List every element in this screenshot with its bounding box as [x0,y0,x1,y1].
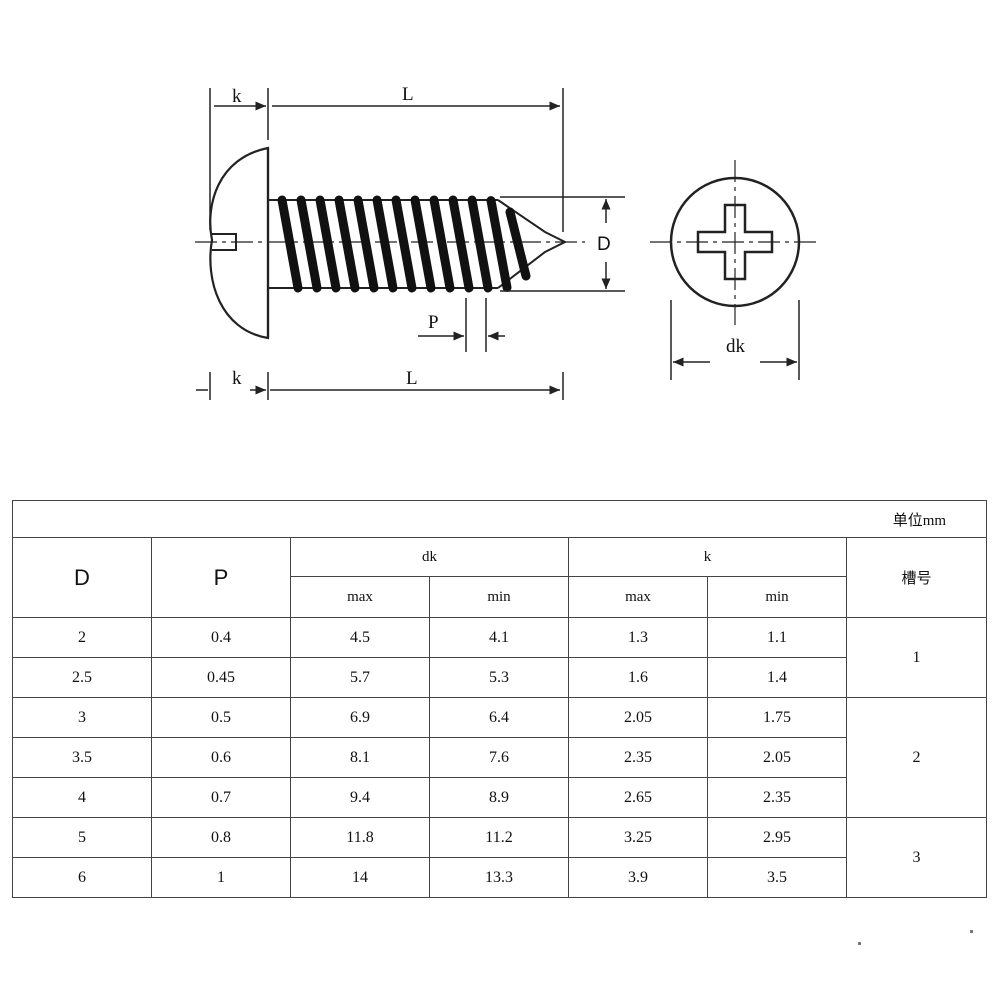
thread-stroke [448,195,474,293]
cell-k-min: 2.35 [707,777,847,818]
cell-k-min: 3.5 [707,857,847,898]
k-top-label: k [232,86,242,107]
cell-slot: 2 [845,697,988,818]
cell-P: 0.45 [151,657,291,698]
thread-stroke [467,195,493,293]
screw-spec-table: 单位mm D P dk k 槽号 max min max min 2 0.4 4… [11,500,988,898]
cell-dk-max: 8.1 [290,737,430,778]
thread-stroke [391,195,417,293]
cell-k-max: 2.65 [568,777,708,818]
side-view-dimensions [196,88,625,400]
cell-dk-max: 5.7 [290,657,430,698]
cell-dk-min: 4.1 [429,617,569,658]
cell-P: 0.8 [151,817,291,858]
screw-head-circle [669,176,801,308]
header-k: k [568,537,847,577]
thread-stroke [296,195,322,293]
table-row: 2 0.4 4.5 4.1 1.3 1.1 1 [12,617,988,698]
header-dk: dk [290,537,569,577]
cell-k-max: 1.6 [568,657,708,698]
cell-D: 6 [12,857,152,898]
cell-P: 1 [151,857,291,898]
cell-dk-max: 9.4 [290,777,430,818]
cell-D: 5 [12,817,152,858]
table-row: 2.5 0.45 5.7 5.3 1.6 1.4 [12,657,987,698]
phillips-cross-recess [696,203,774,281]
header-P: P [151,537,291,618]
header-slot: 槽号 [845,537,988,618]
cell-P: 0.4 [151,617,291,658]
screw-side-view [195,146,585,340]
cell-dk-max: 4.5 [290,617,430,658]
cell-k-min: 1.1 [707,617,847,658]
scan-speck [970,930,973,933]
header-dk-min: min [429,576,569,618]
cell-dk-min: 8.9 [429,777,569,818]
cell-k-max: 3.25 [568,817,708,858]
cell-P: 0.5 [151,697,291,738]
cell-k-max: 1.3 [568,617,708,658]
table-row: 4 0.7 9.4 8.9 2.65 2.35 [12,777,987,818]
unit-label: 单位mm [11,500,988,538]
cell-k-min: 2.05 [707,737,847,778]
cell-k-min: 2.95 [707,817,847,858]
cell-dk-min: 7.6 [429,737,569,778]
thread-stroke [429,195,455,293]
screw-technical-drawing: k L D P k L dk [195,84,820,400]
cell-k-max: 2.35 [568,737,708,778]
k-bottom-label: k [232,368,242,389]
cell-k-max: 3.9 [568,857,708,898]
scan-speck [858,942,861,945]
cell-D: 4 [12,777,152,818]
thread-stroke [410,195,436,293]
table-row: 3.5 0.6 8.1 7.6 2.35 2.05 [12,737,987,778]
header-dk-max: max [290,576,430,618]
L-bottom-label: L [406,368,418,389]
cell-D: 3 [12,697,152,738]
cell-k-max: 2.05 [568,697,708,738]
table-row: 5 0.8 11.8 11.2 3.25 2.95 3 [12,817,988,898]
cell-dk-min: 11.2 [429,817,569,858]
thread-stroke [372,195,398,293]
header-k-max: max [568,576,708,618]
cell-dk-max: 14 [290,857,430,898]
cell-k-min: 1.4 [707,657,847,698]
cell-k-min: 1.75 [707,697,847,738]
header-D: D [12,537,152,618]
cell-dk-max: 6.9 [290,697,430,738]
thread-stroke [277,195,303,293]
cell-dk-min: 5.3 [429,657,569,698]
header-k-min: min [707,576,847,618]
table-row: 3 0.5 6.9 6.4 2.05 1.75 2 [12,697,988,818]
thread-stroke [486,196,512,292]
P-label: P [428,312,439,333]
cell-dk-min: 13.3 [429,857,569,898]
thread-stroke [353,195,379,293]
D-label: D [597,234,611,255]
screw-top-view [650,160,820,380]
cell-slot: 3 [845,817,988,898]
screw-head [209,146,270,340]
thread-stroke [315,195,341,293]
cell-D: 2.5 [12,657,152,698]
cell-D: 3.5 [12,737,152,778]
cell-dk-max: 11.8 [290,817,430,858]
dk-label: dk [726,336,746,357]
table-row: 6 1 14 13.3 3.9 3.5 [12,857,987,898]
cell-P: 0.6 [151,737,291,778]
thread-stroke [505,207,531,281]
cell-slot: 1 [845,617,988,698]
L-top-label: L [402,84,414,105]
screw-threads [277,195,531,293]
cell-P: 0.7 [151,777,291,818]
thread-stroke [334,195,360,293]
cell-dk-min: 6.4 [429,697,569,738]
cell-D: 2 [12,617,152,658]
